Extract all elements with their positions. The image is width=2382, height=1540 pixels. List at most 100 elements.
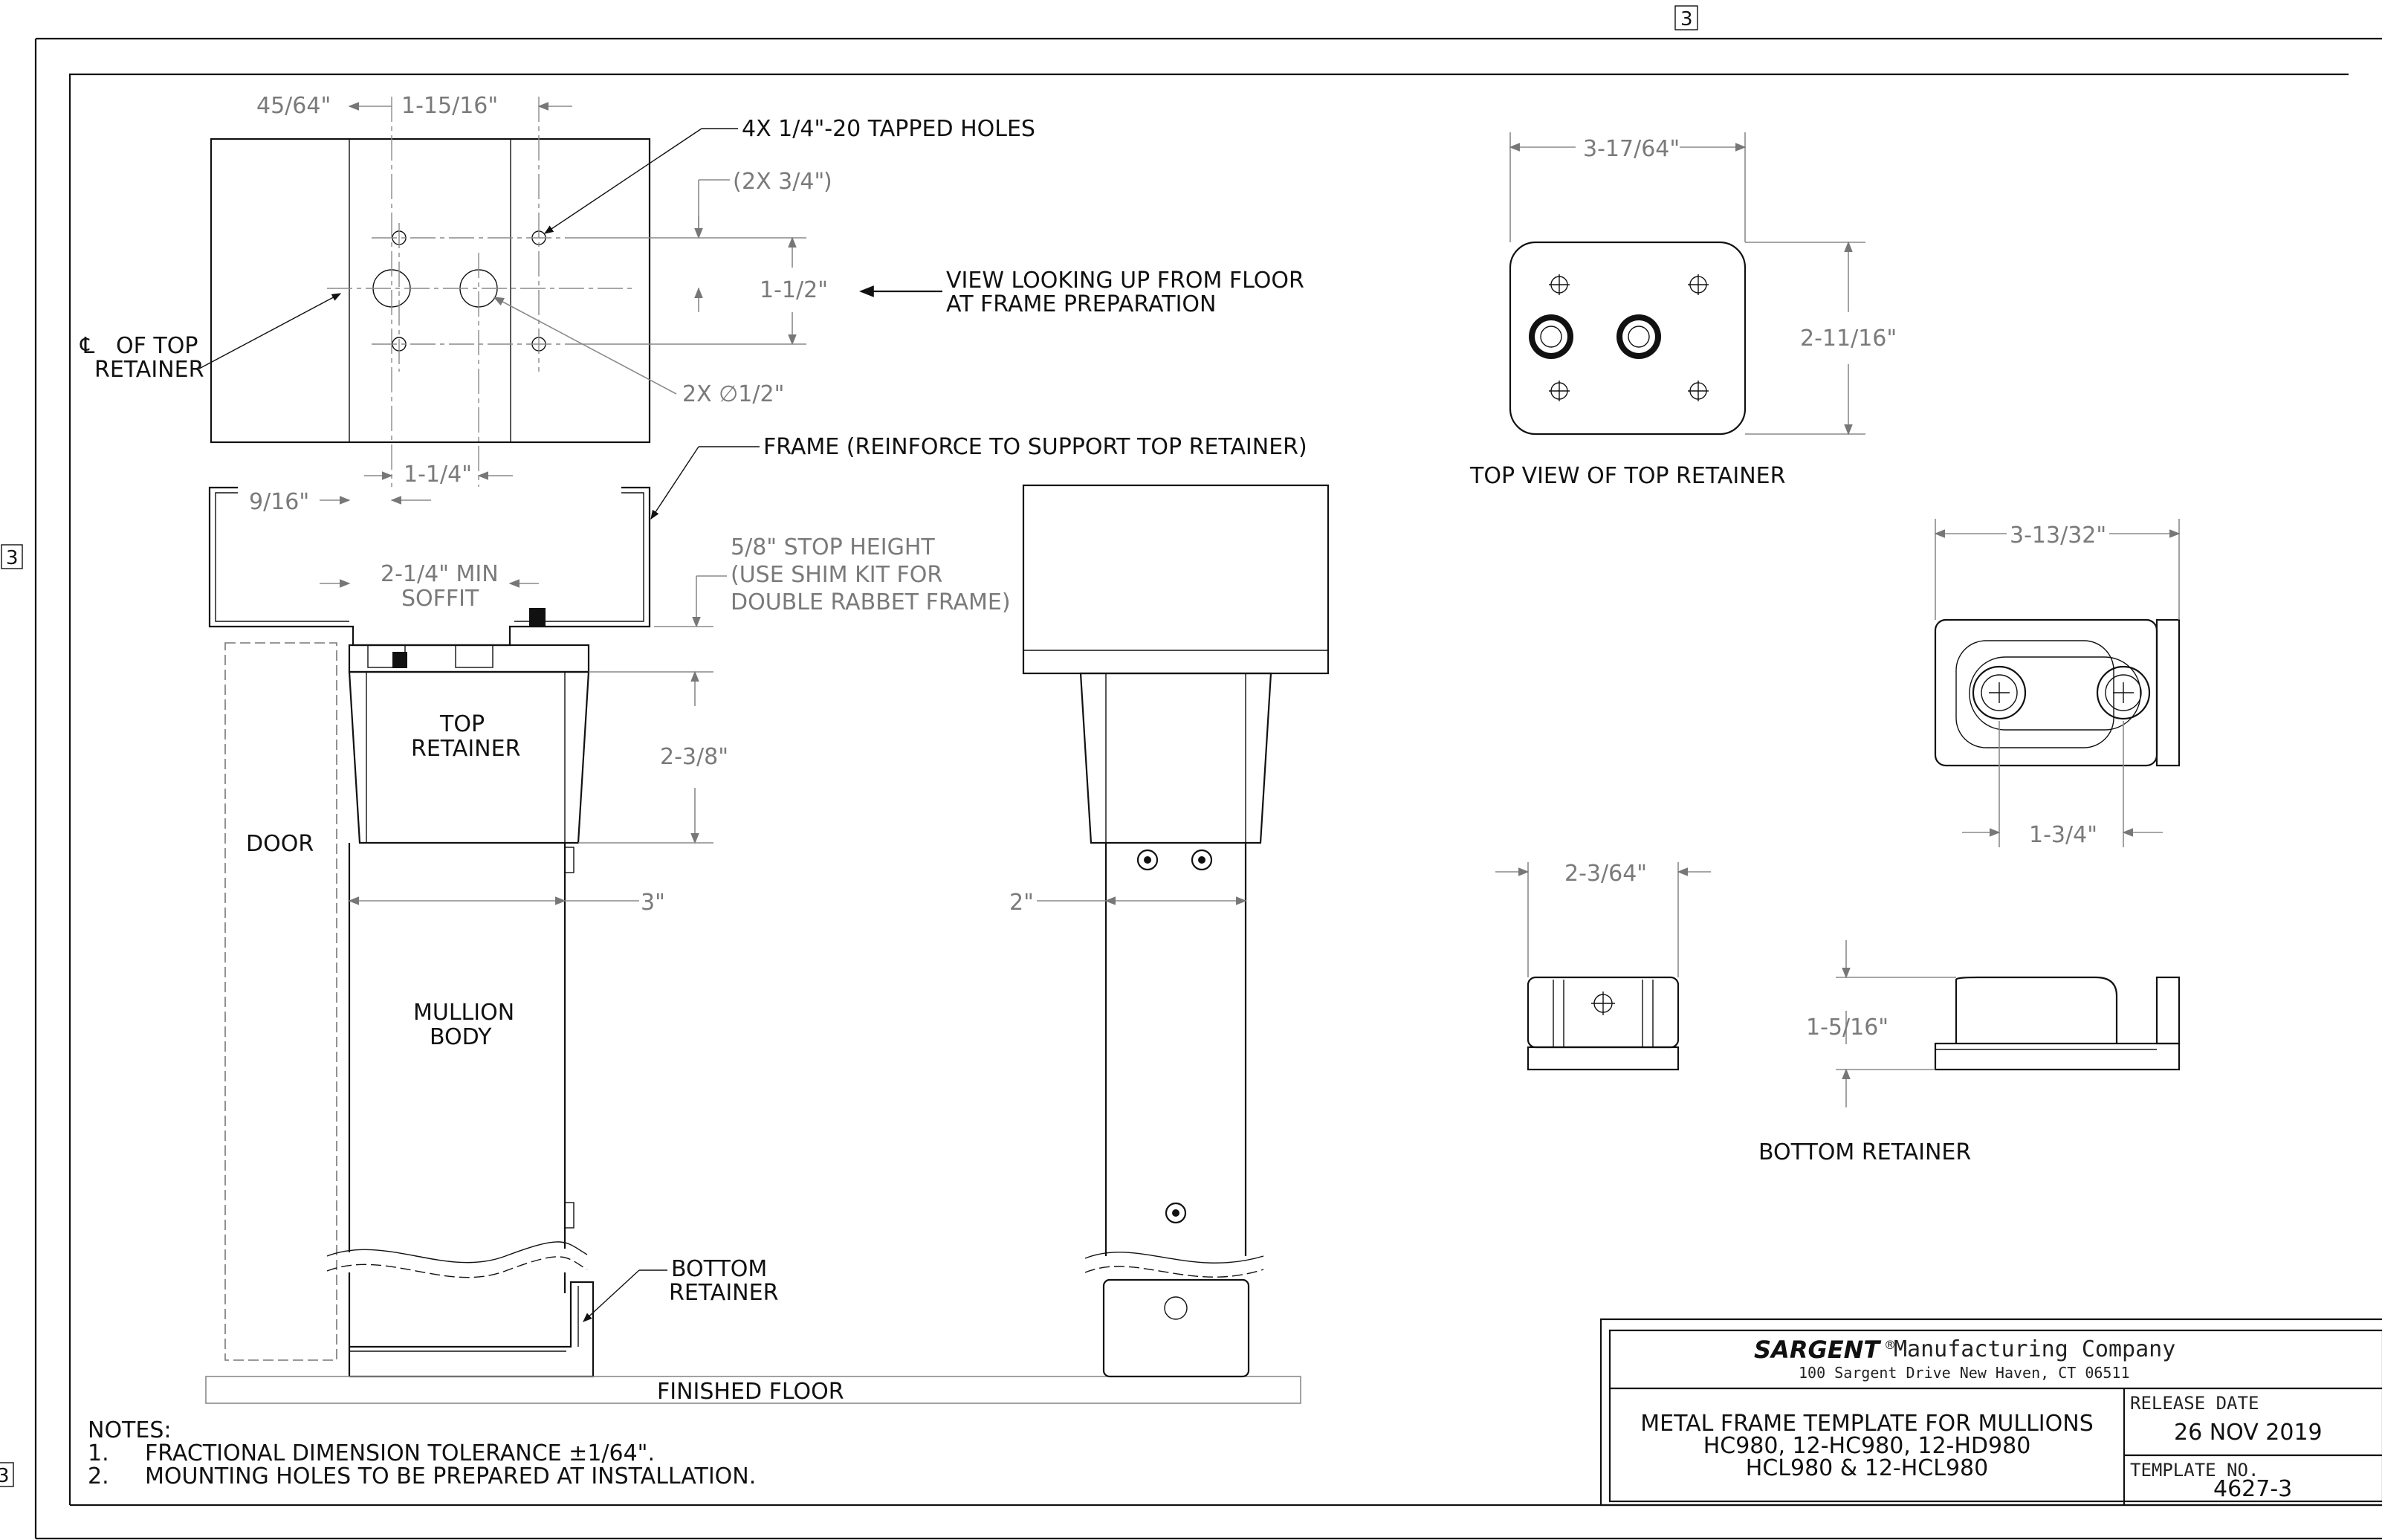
- dimension-1-1-2: 1-1/2": [565, 236, 828, 346]
- svg-text:OF TOP: OF TOP: [116, 333, 198, 359]
- svg-text:1.: 1.: [88, 1440, 109, 1466]
- svg-text:1-3/4": 1-3/4": [2029, 822, 2097, 848]
- release-date: RELEASE DATE 26 NOV 2019: [2130, 1393, 2323, 1446]
- svg-text:TOP VIEW OF TOP RETAINER: TOP VIEW OF TOP RETAINER: [1469, 463, 1785, 489]
- door-hidden-outline: DOOR: [224, 642, 337, 1361]
- callout-tapped-holes: 4X 1/4"-20 TAPPED HOLES: [543, 116, 1035, 234]
- svg-text:100 Sargent Drive New Haven, C: 100 Sargent Drive New Haven, CT 06511: [1799, 1364, 2130, 1382]
- dimension-1-1-4: 1-1/4": [364, 462, 513, 488]
- svg-text:4627-3: 4627-3: [2213, 1476, 2292, 1502]
- svg-text:1-5/16": 1-5/16": [1806, 1015, 1889, 1041]
- svg-text:HCL980 & 12-HCL980: HCL980 & 12-HCL980: [1746, 1455, 1988, 1481]
- dimension-2-3-64: 2-3/64": [1495, 861, 1711, 977]
- svg-text:DOOR: DOOR: [246, 831, 314, 857]
- svg-text:5/8" STOP HEIGHT: 5/8" STOP HEIGHT: [731, 534, 935, 560]
- zone-marker-left-lower: 3: [0, 1462, 14, 1487]
- svg-text:(USE SHIM KIT FOR: (USE SHIM KIT FOR: [731, 562, 942, 588]
- dimension-1-5-16: 1-5/16": [1806, 940, 1956, 1107]
- notes: NOTES: 1. FRACTIONAL DIMENSION TOLERANCE…: [88, 1417, 756, 1489]
- svg-text:2X 3/4": 2X 3/4": [742, 169, 824, 195]
- finished-floor: FINISHED FLOOR: [205, 1376, 1301, 1405]
- dimension-1-15-16: 1-15/16": [401, 93, 572, 119]
- svg-text:NOTES:: NOTES:: [88, 1417, 172, 1443]
- svg-text:3: 3: [1680, 8, 1693, 30]
- svg-text:®: ®: [1884, 1338, 1896, 1352]
- svg-text:℄: ℄: [80, 333, 94, 359]
- svg-text:3: 3: [0, 1465, 10, 1487]
- svg-text:TOP: TOP: [439, 711, 485, 737]
- svg-text:2.: 2.: [88, 1463, 109, 1489]
- dimension-2-11-16: 2-11/16": [1745, 241, 1897, 436]
- dimension-2x-dia: 2X ∅1/2": [493, 297, 784, 407]
- dimension-45-64: 45/64": [256, 93, 392, 119]
- dimension-2-3-8: 2-3/8": [578, 670, 728, 844]
- svg-text:): ): [823, 169, 832, 195]
- drawing-title: METAL FRAME TEMPLATE FOR MULLIONS HC980,…: [1640, 1411, 2094, 1481]
- zone-marker-left: 3: [1, 544, 23, 569]
- svg-text:AT FRAME PREPARATION: AT FRAME PREPARATION: [946, 291, 1216, 317]
- dimension-3-17-64: 3-17/64": [1509, 132, 1747, 242]
- svg-text:45/64": 45/64": [256, 93, 331, 119]
- template-number: TEMPLATE NO. 4627-3: [2130, 1460, 2292, 1502]
- svg-text:3": 3": [641, 890, 665, 916]
- svg-text:2-1/4" MIN: 2-1/4" MIN: [381, 561, 499, 587]
- bottom-retainer-caption: BOTTOM RETAINER: [1758, 1139, 1971, 1165]
- svg-text:2-3/64": 2-3/64": [1564, 861, 1647, 887]
- dimension-3: 3": [348, 890, 665, 916]
- svg-text:1-1/4": 1-1/4": [404, 462, 472, 488]
- svg-text:2-3/8": 2-3/8": [660, 744, 728, 770]
- svg-text:2-11/16": 2-11/16": [1800, 326, 1897, 352]
- svg-text:1-1/2": 1-1/2": [760, 277, 828, 303]
- mullion-body-front: MULLION BODY: [326, 843, 588, 1376]
- svg-text:FRACTIONAL DIMENSION TOLERANCE: FRACTIONAL DIMENSION TOLERANCE ±1/64".: [145, 1440, 655, 1466]
- dimension-2x-3-4: ( 2X 3/4" ): [565, 169, 832, 312]
- svg-text:RETAINER: RETAINER: [94, 357, 204, 383]
- svg-text:(: (: [733, 169, 742, 195]
- svg-text:TEMPLATE NO.: TEMPLATE NO.: [2130, 1460, 2259, 1481]
- svg-text:3: 3: [6, 547, 19, 569]
- dimension-2: 2": [1009, 890, 1247, 916]
- centerline-callout: ℄ OF TOP RETAINER: [80, 293, 342, 383]
- svg-text:3-13/32": 3-13/32": [2010, 522, 2106, 549]
- zone-marker-top: 3: [1674, 5, 1698, 30]
- svg-text:3-17/64": 3-17/64": [1583, 136, 1680, 162]
- soffit-dimension: 2-1/4" MIN SOFFIT: [320, 561, 539, 612]
- stop-height-note: 5/8" STOP HEIGHT (USE SHIM KIT FOR DOUBL…: [654, 534, 1011, 628]
- view-note: VIEW LOOKING UP FROM FLOOR AT FRAME PREP…: [859, 268, 1304, 317]
- svg-text:FINISHED FLOOR: FINISHED FLOOR: [657, 1379, 844, 1405]
- svg-text:VIEW LOOKING UP FROM FLOOR: VIEW LOOKING UP FROM FLOOR: [946, 268, 1304, 294]
- svg-text:BOTTOM RETAINER: BOTTOM RETAINER: [1758, 1139, 1971, 1165]
- bottom-retainer-top-view: [1934, 618, 2181, 767]
- sheet-border: [34, 37, 2382, 1540]
- svg-text:RETAINER: RETAINER: [669, 1280, 778, 1306]
- top-retainer-front: TOP RETAINER: [348, 608, 590, 844]
- svg-text:4X 1/4"-20 TAPPED HOLES: 4X 1/4"-20 TAPPED HOLES: [742, 116, 1035, 142]
- svg-text:26 NOV 2019: 26 NOV 2019: [2174, 1420, 2323, 1446]
- dimension-1-3-4: 1-3/4": [1962, 721, 2163, 848]
- title-block: [1599, 1318, 2382, 1507]
- company-logo: SARGENT ® Manufacturing Company 100 Sarg…: [1754, 1336, 2175, 1382]
- svg-text:METAL FRAME TEMPLATE FOR MULLI: METAL FRAME TEMPLATE FOR MULLIONS: [1640, 1411, 2094, 1437]
- bottom-retainer-end-view: [1527, 976, 1680, 1071]
- svg-text:HC980, 12-HC980, 12-HD980: HC980, 12-HC980, 12-HD980: [1703, 1433, 2031, 1459]
- callout-frame: FRAME (REINFORCE TO SUPPORT TOP RETAINER…: [650, 434, 1307, 520]
- bottom-retainer-front: BOTTOM RETAINER: [349, 1256, 778, 1378]
- svg-text:DOUBLE RABBET FRAME): DOUBLE RABBET FRAME): [731, 589, 1011, 615]
- dimension-3-13-32: 3-13/32": [1934, 519, 2181, 620]
- svg-text:MULLION: MULLION: [413, 1000, 514, 1026]
- svg-text:RELEASE DATE: RELEASE DATE: [2130, 1393, 2259, 1414]
- svg-text:FRAME (REINFORCE TO SUPPORT TO: FRAME (REINFORCE TO SUPPORT TOP RETAINER…: [763, 434, 1307, 460]
- svg-text:SOFFIT: SOFFIT: [401, 586, 479, 612]
- svg-text:RETAINER: RETAINER: [411, 736, 520, 762]
- top-view-caption: TOP VIEW OF TOP RETAINER: [1469, 463, 1785, 489]
- frame-plan-view: [210, 97, 651, 487]
- svg-text:Manufacturing Company: Manufacturing Company: [1894, 1336, 2175, 1362]
- svg-text:2X ∅1/2": 2X ∅1/2": [682, 381, 784, 407]
- top-retainer-top-view: [1509, 241, 1747, 436]
- dimension-9-16: 9/16": [249, 489, 431, 515]
- svg-text:BOTTOM: BOTTOM: [671, 1256, 767, 1282]
- bottom-retainer-side-view: [1934, 976, 2181, 1071]
- svg-text:9/16": 9/16": [249, 489, 309, 515]
- svg-text:BODY: BODY: [430, 1024, 492, 1050]
